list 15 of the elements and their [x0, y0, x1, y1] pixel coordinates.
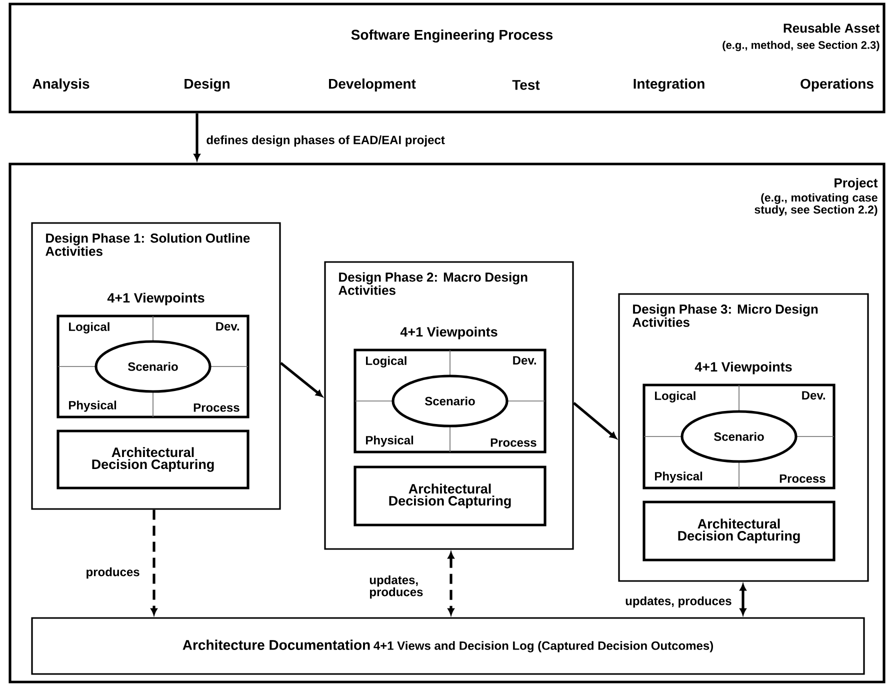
- edge-label: updates, produces: [370, 575, 423, 599]
- decision-box: Architectural Decision Capturing: [56, 430, 250, 490]
- arrow: [572, 402, 617, 439]
- dashed-arrow: [150, 510, 158, 615]
- decision-box: Architectural Decision Capturing: [642, 500, 836, 562]
- dashed-arrow: [448, 552, 454, 615]
- arrow: [280, 362, 323, 397]
- decision-box: Architectural Decision Capturing: [354, 466, 546, 526]
- arrow: [740, 584, 746, 615]
- arrow: [194, 113, 200, 160]
- edge-label: defines design phases of EAD/EAI project: [206, 135, 445, 147]
- edge-label: updates, produces: [626, 596, 732, 608]
- edge-label: produces: [86, 567, 140, 579]
- process-box: Software Engineering Process Reusable Asset (e.g., method, see Section 2.3) Analysis Design Development Test Integration Operations: [8, 2, 886, 114]
- documentation-box: Architecture Documentation 4+1 Views and Decision Log (Captured Decision Outcomes): [31, 617, 865, 675]
